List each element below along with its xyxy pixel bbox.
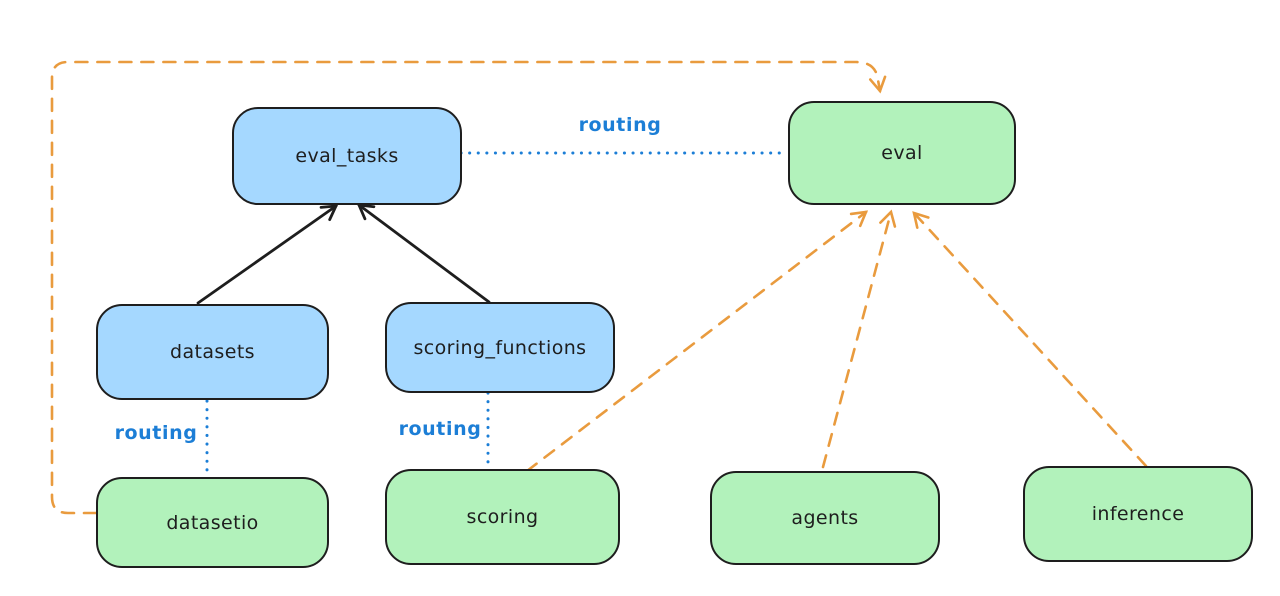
node-inference: inference — [1023, 466, 1253, 562]
node-eval-label: eval — [881, 142, 923, 164]
node-datasets: datasets — [96, 304, 329, 400]
node-scoring-label: scoring — [466, 506, 539, 528]
node-datasets-label: datasets — [170, 341, 255, 363]
node-eval-tasks: eval_tasks — [232, 107, 462, 205]
node-inference-label: inference — [1091, 503, 1185, 525]
node-agents: agents — [710, 471, 940, 565]
node-agents-label: agents — [791, 507, 859, 529]
node-eval: eval — [788, 101, 1016, 205]
node-scoring-functions-label: scoring_functions — [413, 336, 587, 359]
edge-scoring-to-eval — [525, 210, 869, 473]
node-datasetio-label: datasetio — [166, 511, 259, 534]
edge-inference-to-eval — [912, 211, 1148, 468]
node-scoring: scoring — [385, 469, 620, 565]
edge-agents-to-eval — [821, 209, 897, 469]
node-scoring-functions: scoring_functions — [385, 302, 615, 393]
edge-label-routing-datasets-datasetio: routing — [114, 422, 198, 444]
node-datasetio: datasetio — [96, 477, 329, 568]
edge-label-routing-scoring-functions-scoring: routing — [398, 418, 482, 440]
node-eval-tasks-label: eval_tasks — [295, 145, 399, 167]
edge-datasets-to-eval-tasks — [196, 204, 339, 305]
edge-datasetio-to-eval — [50, 60, 887, 515]
edge-label-routing-eval-tasks-eval: routing — [578, 114, 662, 136]
edge-scoring-functions-to-eval-tasks — [356, 203, 491, 304]
